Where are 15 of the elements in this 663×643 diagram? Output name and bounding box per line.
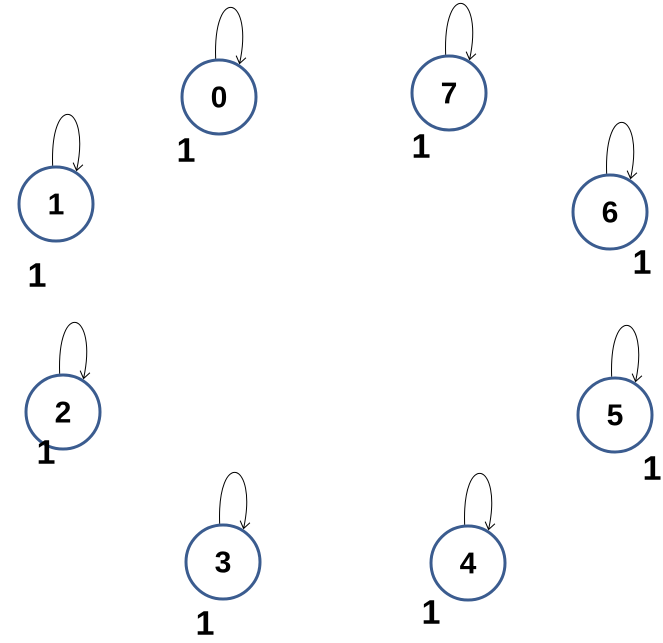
self-loop-arrow bbox=[611, 325, 642, 382]
self-loop-arrow bbox=[606, 122, 638, 180]
beside-label: 1 bbox=[644, 456, 660, 480]
beside-label: 1 bbox=[414, 134, 430, 158]
beside-label: 1 bbox=[30, 263, 46, 287]
self-loop-arrow bbox=[215, 7, 246, 64]
self-loop-arrow bbox=[445, 3, 476, 60]
self-loop-arrow bbox=[464, 473, 496, 530]
beside-label: 1 bbox=[198, 611, 214, 635]
beside-label: 1 bbox=[634, 250, 650, 274]
self-loop-arrow bbox=[59, 322, 90, 380]
beside-label: 1 bbox=[178, 138, 194, 162]
self-loop-arrow bbox=[52, 114, 84, 172]
beside-label: 1 bbox=[424, 600, 440, 624]
self-loop-arrow bbox=[219, 472, 250, 530]
